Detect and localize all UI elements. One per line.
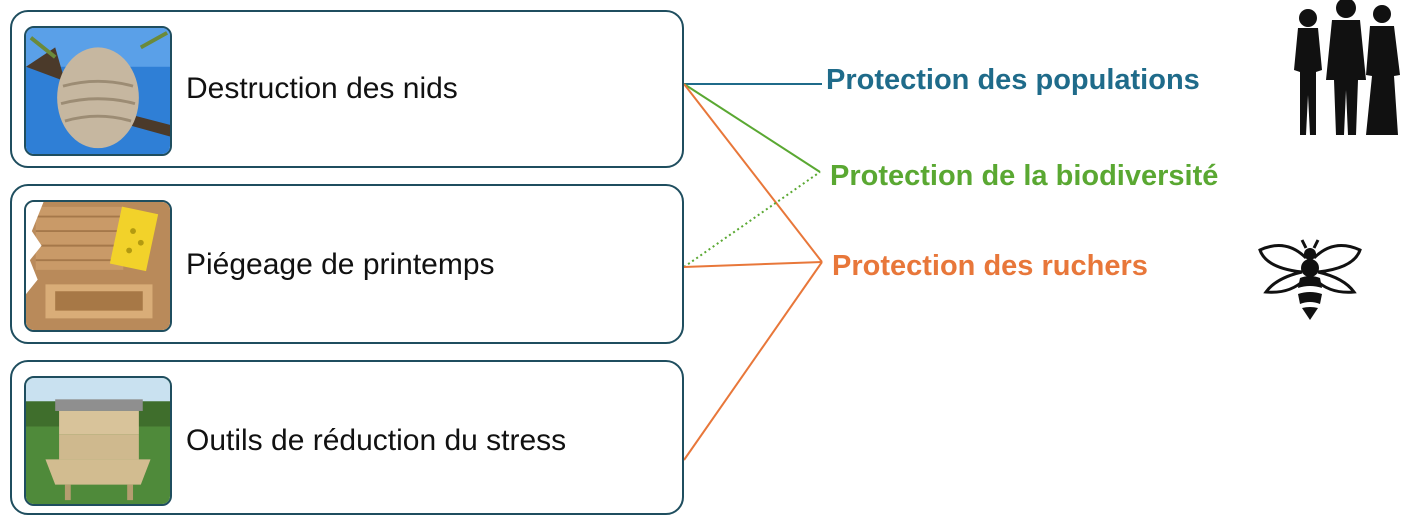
link-piegeage-biodiversite [683,171,821,268]
action-box-destruction: Destruction des nids [10,10,684,168]
action-label-stress: Outils de réduction du stress [186,424,567,457]
target-populations: Protection des populations [826,64,1200,96]
hornet-nest-photo [24,26,172,156]
action-label-destruction: Destruction des nids [186,72,458,105]
target-biodiversite: Protection de la biodiversité [830,160,1219,192]
wooden-trap-photo [24,200,172,332]
action-box-piegeage: Piégeage de printemps [10,184,684,344]
link-piegeage-ruchers [683,261,823,268]
beehive-photo [24,376,172,506]
link-nids-biodiversite [683,83,821,173]
target-ruchers: Protection des ruchers [832,250,1148,282]
link-stress-ruchers [683,261,823,461]
bee-icon [1258,239,1362,320]
link-nids-ruchers [683,83,823,263]
action-box-stress: Outils de réduction du stress [10,360,684,515]
people-silhouette-icon [1294,0,1400,135]
action-label-piegeage: Piégeage de printemps [186,248,495,281]
